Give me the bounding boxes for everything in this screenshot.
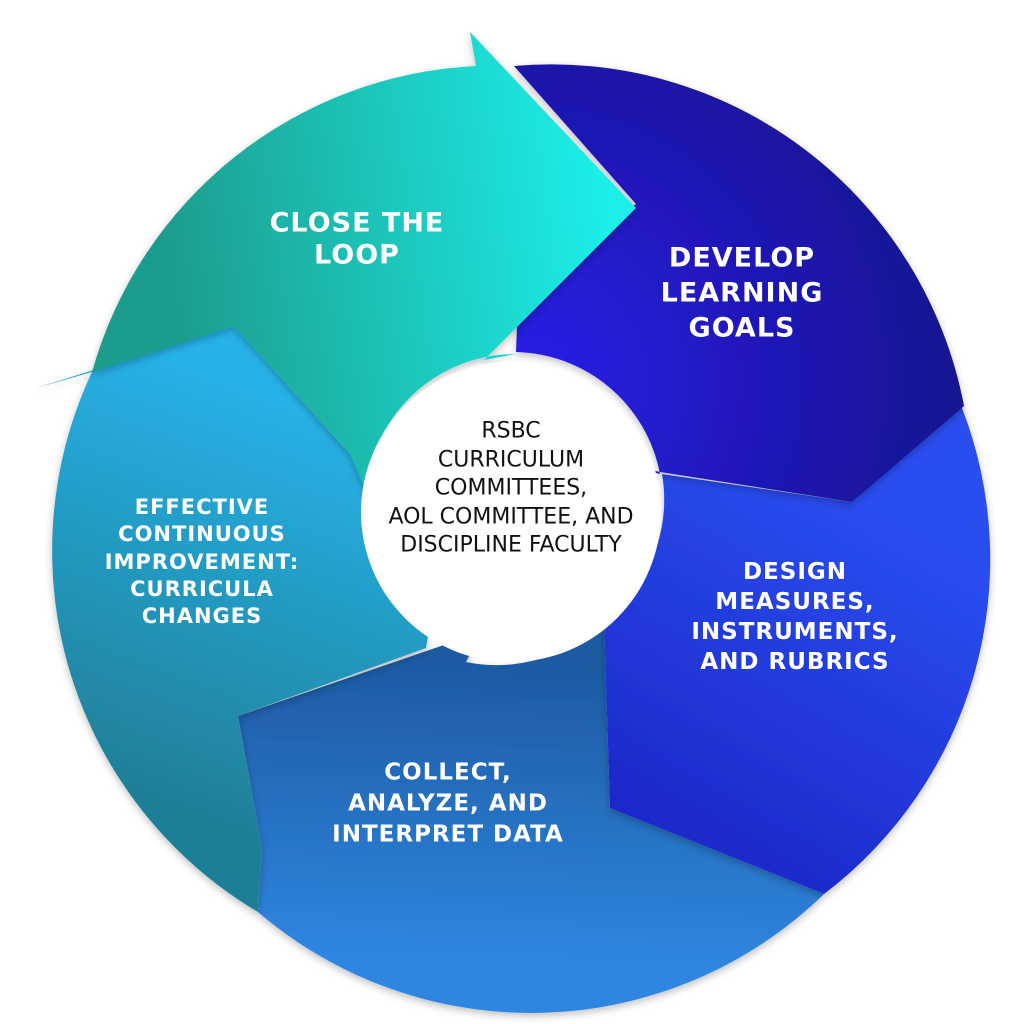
label-design-measures: DESIGN MEASURES, INSTRUMENTS, AND RUBRIC… — [691, 559, 899, 675]
segment-design — [600, 404, 991, 894]
center-disk — [361, 362, 661, 662]
label-collect-analyze: COLLECT, ANALYZE, AND INTERPRET DATA — [332, 759, 564, 848]
segment-develop — [514, 64, 964, 502]
segment-effective — [36, 326, 428, 912]
segment-collect — [238, 620, 824, 1013]
label-develop-learning-goals: DEVELOP LEARNING GOALS — [660, 242, 824, 344]
segment-close — [92, 32, 636, 492]
label-close-the-loop: CLOSE THE LOOP — [269, 207, 445, 271]
center-label: RSBC CURRICULUM COMMITTEES, AOL COMMITTE… — [388, 418, 634, 558]
label-effective-improvement: EFFECTIVE CONTINUOUS IMPROVEMENT: CURRIC… — [104, 494, 300, 628]
